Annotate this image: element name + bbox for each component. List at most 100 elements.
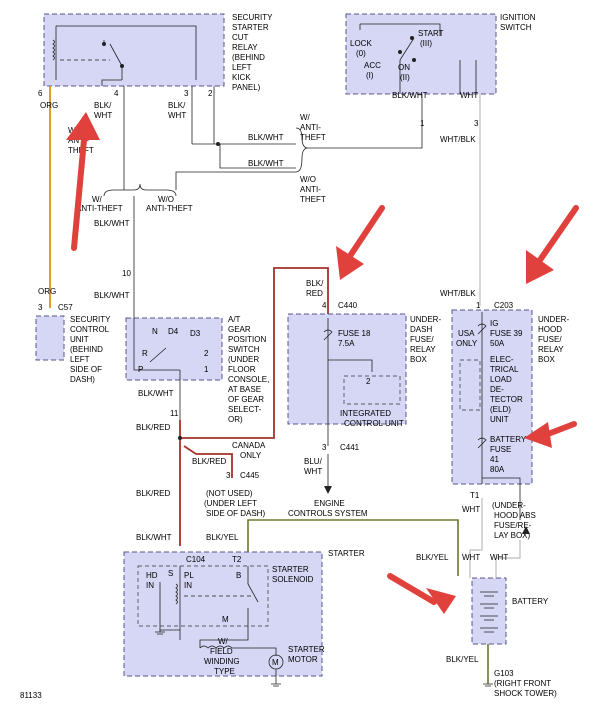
- label-bluwht-2: WHT: [304, 467, 322, 476]
- w-antitheft-3: THEFT: [300, 133, 326, 142]
- conn-c203: C203: [494, 301, 514, 310]
- gear-internals: [133, 318, 180, 371]
- ecs-arrow-icon: [324, 486, 332, 494]
- s-label: S: [168, 569, 173, 578]
- pin-10: 10: [122, 269, 131, 278]
- pin-11: 11: [170, 409, 179, 418]
- ign-acc: ACC: [364, 61, 381, 70]
- pin-3e: 3: [322, 443, 327, 452]
- label-wht2: WHT: [462, 505, 480, 514]
- label-wht3: WHT: [462, 553, 480, 562]
- w-antitheft-2: ANTI-: [300, 123, 321, 132]
- eld-5: TECTOR: [490, 395, 523, 404]
- abs-4: LAY BOX): [494, 531, 531, 540]
- annotation-arrow-dash: [336, 205, 385, 280]
- ignition-internals: [359, 23, 477, 94]
- abs-1: (UNDER-: [492, 501, 526, 510]
- hoodbox-l2: HOOD: [538, 325, 562, 334]
- ig-3: 50A: [490, 339, 505, 348]
- icu-box: [343, 375, 401, 405]
- eld-2: TRICAL: [490, 365, 519, 374]
- abs-arrow-icon: [522, 526, 530, 534]
- gear-l6: FLOOR: [228, 365, 256, 374]
- fuse-39-symbol: [477, 323, 487, 335]
- ign-start: START: [418, 29, 444, 38]
- scu-l6: SIDE OF: [70, 365, 102, 374]
- gear-l9: OF GEAR: [228, 395, 264, 404]
- starter-box: [123, 551, 323, 677]
- under-dash-fuse-box: [287, 313, 407, 425]
- label-blkwht-f: BLK/WHT: [94, 291, 130, 300]
- label-blkwht-h: BLK/WHT: [138, 389, 174, 398]
- relay-label-l7: KICK: [232, 73, 251, 82]
- wire-to-ignition: [308, 120, 423, 149]
- eld-4: DE-: [490, 385, 504, 394]
- dashbox-l2: DASH: [410, 325, 432, 334]
- fuse-18: FUSE 18: [338, 329, 371, 338]
- label-org2: ORG: [38, 287, 56, 296]
- ecs-2: CONTROLS SYSTEM: [288, 509, 368, 518]
- diagram-code: 81133: [20, 691, 42, 700]
- abs-2: HOOD ABS: [494, 511, 536, 520]
- hoodbox-l4: RELAY: [538, 345, 564, 354]
- w-left-label2: ANTI-THEFT: [76, 204, 123, 213]
- mot-2: MOTOR: [288, 655, 318, 664]
- ground-3: SHOCK TOWER): [494, 689, 557, 698]
- wo-antitheft-1: W/O: [300, 175, 316, 184]
- label-blkwht-e: BLK/WHT: [94, 219, 130, 228]
- annotation-arrow-battery: [387, 573, 456, 614]
- dashbox-l1: UNDER-: [410, 315, 441, 324]
- gear-l7: CONSOLE,: [228, 375, 269, 384]
- hoodbox-l3: FUSE/: [538, 335, 562, 344]
- ign-start-pos: (III): [420, 39, 432, 48]
- dashbox-l5: BOX: [410, 355, 428, 364]
- pl-1: PL: [184, 571, 194, 580]
- wo-left-label2: ANTI-THEFT: [146, 204, 193, 213]
- gear-l2: GEAR: [228, 325, 251, 334]
- solenoid-box: [137, 565, 269, 627]
- label-blkwht-i: BLK/WHT: [136, 533, 172, 542]
- pin-4b: 4: [322, 301, 327, 310]
- pin-3b: 3: [474, 119, 479, 128]
- relay-label-l5: (BEHIND: [232, 53, 265, 62]
- ign-on-pos: (II): [400, 73, 410, 82]
- label-wht: WHT: [460, 91, 478, 100]
- gear-d3: D3: [190, 329, 201, 338]
- pin-1b: 1: [476, 301, 481, 310]
- gear-l8: AT BASE: [228, 385, 261, 394]
- label-blkred-b: BLK/RED: [192, 457, 226, 466]
- battery-cells-icon: [480, 591, 498, 633]
- fuse-41-symbol: [477, 437, 487, 449]
- gear-l3: POSITION: [228, 335, 266, 344]
- gear-label: A/T GEAR POSITION SWITCH (UNDER FLOOR CO…: [228, 315, 269, 424]
- gear-1: 1: [204, 365, 209, 374]
- label-blkwht-c: BLK/WHT: [248, 133, 284, 142]
- fw-2: FIELD: [210, 647, 233, 656]
- label-blkred-c: BLK/RED: [136, 489, 170, 498]
- ign-lock-pos: (0): [356, 49, 366, 58]
- canada-2: ONLY: [240, 451, 262, 460]
- pin-2: 2: [208, 89, 213, 98]
- abs-wire: [482, 477, 521, 520]
- dashbox-label: UNDER- DASH FUSE/ RELAY BOX: [410, 315, 441, 364]
- bat-1: BATTERY: [490, 435, 527, 444]
- ig-1: IG: [490, 319, 498, 328]
- hoodbox-l1: UNDER-: [538, 315, 569, 324]
- ignition-switch-box: [345, 13, 497, 95]
- bat-2: FUSE: [490, 445, 511, 454]
- scu-l1: SECURITY: [70, 315, 111, 324]
- ignition-label-2: SWITCH: [500, 23, 532, 32]
- pin-4: 4: [114, 89, 119, 98]
- label-blkred-a: BLK/RED: [136, 423, 170, 432]
- lower-brace: [103, 183, 177, 197]
- ground-2: (RIGHT FRONT: [494, 679, 551, 688]
- blkyel-wire: [247, 519, 459, 576]
- relay-label-l6: LEFT: [232, 63, 252, 72]
- gear-r: R: [142, 349, 148, 358]
- ground-1: G103: [494, 669, 514, 678]
- relay-label: SECURITY STARTER CUT RELAY (BEHIND LEFT …: [232, 13, 273, 92]
- hoodbox-label: UNDER- HOOD FUSE/ RELAY BOX: [538, 315, 569, 364]
- security-relay-box: [43, 13, 225, 87]
